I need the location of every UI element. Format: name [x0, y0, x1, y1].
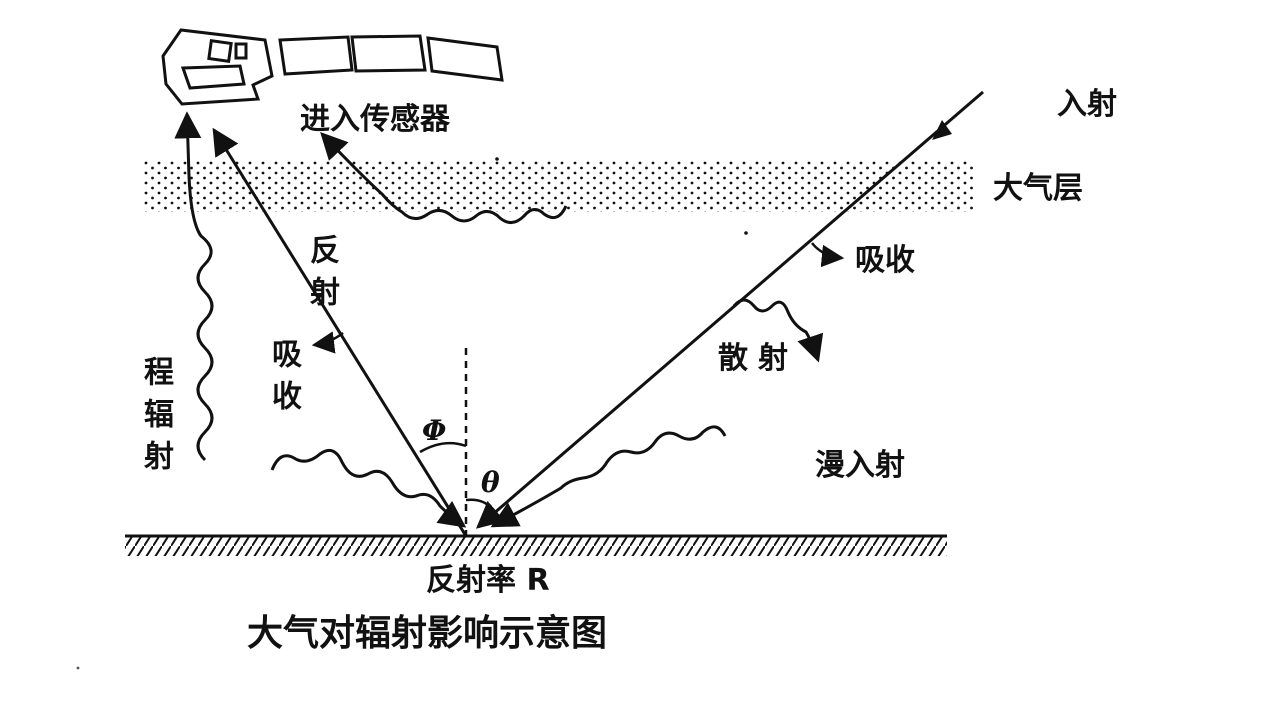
incident-ray: [475, 90, 984, 529]
atmosphere-label: 大气层: [993, 171, 1083, 206]
path-radiance-label: 程辐射: [138, 356, 173, 482]
ground-surface-hatch: [125, 536, 947, 556]
diffuse-incident-label: 漫入射: [815, 448, 905, 483]
absorb-tick-left: [311, 331, 344, 354]
reflectance-label: 反射率 R: [426, 563, 550, 598]
absorb-tick-right: [811, 242, 845, 268]
path-radiance-wave: [174, 111, 214, 462]
speck: [744, 231, 748, 235]
reflect-label: 反射: [304, 234, 339, 318]
speck: [495, 157, 499, 161]
caption-title: 大气对辐射影响示意图: [247, 613, 608, 654]
speck: [76, 666, 80, 670]
absorb-right-label: 吸收: [855, 243, 915, 278]
atmosphere-layer: [143, 160, 975, 212]
phi-angle-arc: [419, 441, 467, 454]
incident-arrow-mid-icon: [932, 120, 952, 140]
atmosphere-scatter-wave: [320, 132, 568, 224]
theta-angle-arc: [465, 498, 494, 511]
incident-label: 入射: [1057, 87, 1117, 122]
diffuse-wave-right: [490, 425, 727, 528]
scatter-label-part1: 散射: [718, 344, 798, 374]
scatter-wave: [732, 298, 824, 363]
phi-symbol: Φ: [422, 414, 447, 447]
scatter-label: 散射: [718, 341, 798, 376]
diffuse-wave-left: [270, 448, 467, 528]
enter-sensor-label: 进入传感器: [300, 102, 450, 137]
theta-symbol: θ: [481, 466, 500, 499]
reflected-ray: [212, 127, 468, 537]
satellite-icon: [161, 28, 504, 106]
absorb-left-label: 吸收: [266, 338, 301, 422]
